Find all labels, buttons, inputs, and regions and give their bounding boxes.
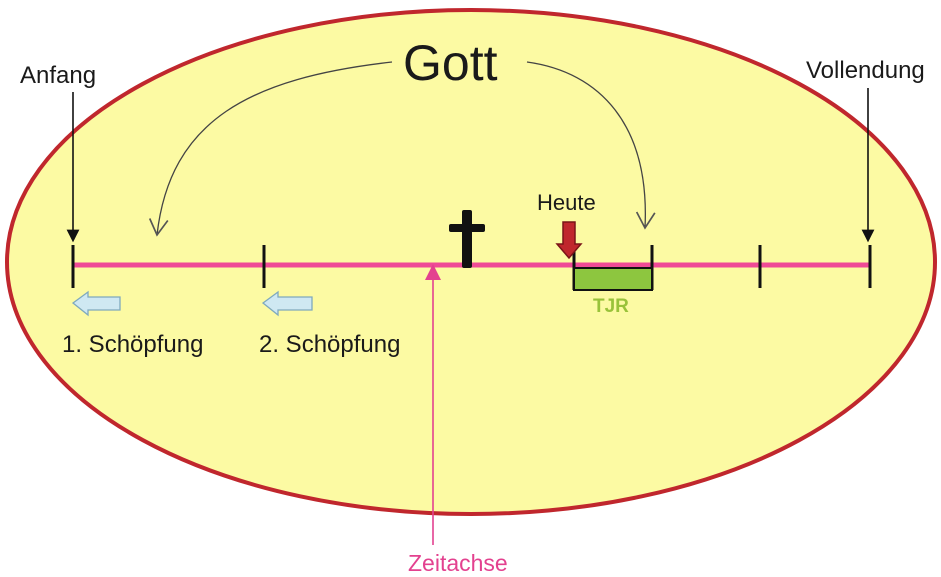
label-vollendung: Vollendung [806,57,925,84]
left-arrow-icon [261,290,313,317]
gott-curve-left [148,61,393,237]
gott-curve-right [526,61,656,230]
label-creation-1: 1. Schöpfung [62,331,204,358]
cross-icon [449,210,485,268]
label-tjr: TJR [593,296,629,317]
left-arrow-icon [71,290,121,317]
label-anfang: Anfang [20,62,97,89]
label-zeitachse: Zeitachse [408,550,508,576]
title-gott: Gott [403,35,498,91]
label-heute: Heute [537,190,596,215]
label-creation-2: 2. Schöpfung [259,331,401,358]
red-down-arrow-icon [555,221,583,260]
tjr-block [573,267,653,291]
